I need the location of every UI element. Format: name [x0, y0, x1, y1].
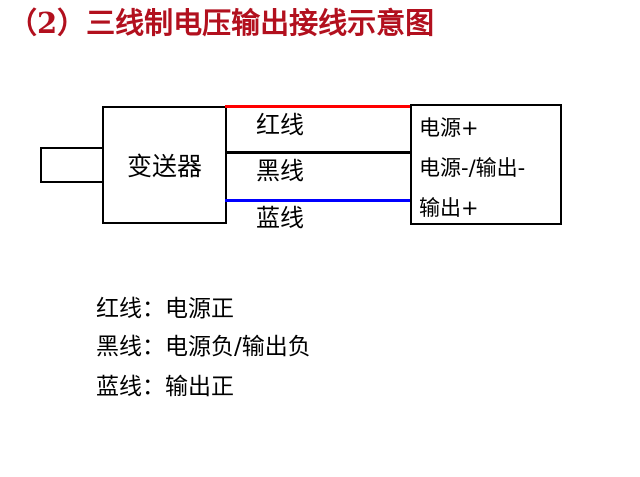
black-wire-line	[225, 151, 411, 154]
legend-line-black: 黑线：电源负/输出负	[96, 334, 311, 360]
blue-wire-label: 蓝线	[256, 204, 304, 232]
legend-line-blue: 蓝线：输出正	[96, 374, 234, 400]
terminal-line-output-plus: 输出+	[419, 196, 479, 220]
blue-wire-line	[225, 199, 411, 202]
red-wire-label: 红线	[256, 111, 304, 139]
terminal-line-power-plus: 电源+	[419, 116, 479, 140]
red-wire-line	[225, 105, 411, 108]
page-title: （2）三线制电压输出接线示意图	[8, 6, 435, 40]
legend-line-red: 红线：电源正	[96, 296, 234, 322]
probe-stub-box	[40, 147, 105, 183]
terminal-box: 电源+ 电源-/输出- 输出+	[410, 104, 562, 225]
transmitter-label: 变送器	[126, 152, 202, 181]
terminal-line-power-minus-output-minus: 电源-/输出-	[419, 156, 526, 180]
transmitter-box: 变送器	[102, 106, 227, 224]
black-wire-label: 黑线	[256, 157, 304, 185]
